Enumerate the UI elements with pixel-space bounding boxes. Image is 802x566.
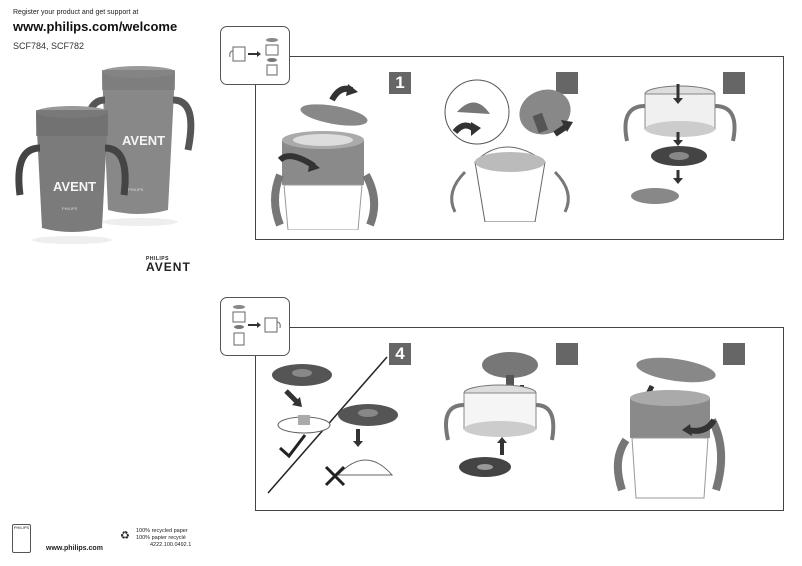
cup-to-parts-icon xyxy=(229,38,279,76)
step-1-label: 1 xyxy=(389,72,411,94)
register-text: Register your product and get support at xyxy=(13,9,139,16)
cup-sub-large: PHILIPS xyxy=(128,187,144,192)
step-6-label xyxy=(723,343,745,365)
philips-shield-text: PHILIPS xyxy=(13,525,30,530)
step-5-label xyxy=(556,343,578,365)
step-2-label xyxy=(556,72,578,94)
step-2-illustration xyxy=(444,79,573,222)
recycle-icon: ♻ xyxy=(120,530,130,542)
step-4-illustration xyxy=(267,356,398,494)
step-5-illustration xyxy=(444,352,556,477)
cup-brand-large: AVENT xyxy=(122,133,165,148)
welcome-url[interactable]: www.philips.com/welcome xyxy=(13,19,178,34)
step-6-illustration xyxy=(613,357,726,499)
recycled-fr: 100% papier recyclé xyxy=(136,535,186,541)
philips-avent-logo: PHILIPS AVENT xyxy=(146,256,191,273)
product-image: AVENT PHILIPS AVENT PHILIPS xyxy=(15,66,195,244)
assembly-icon-box xyxy=(220,297,290,356)
footer-url[interactable]: www.philips.com xyxy=(46,545,103,552)
avent-wordmark: AVENT xyxy=(146,260,191,274)
step-1-illustration xyxy=(271,84,379,230)
philips-shield-logo: PHILIPS xyxy=(12,524,31,553)
disassembly-icon-box xyxy=(220,26,290,85)
doc-number: 4222.100.0492.1 xyxy=(150,542,192,548)
step-4-label: 4 xyxy=(389,343,411,365)
philips-wordmark: PHILIPS xyxy=(146,256,169,262)
recycle-text: 100% recycled paper 100% papier recyclé … xyxy=(136,528,191,549)
model-numbers: SCF784, SCF782 xyxy=(13,41,85,51)
recycled-en: 100% recycled paper xyxy=(136,528,188,534)
step-3-illustration xyxy=(623,84,737,204)
cup-sub-small: PHILIPS xyxy=(62,206,78,211)
cup-brand-small: AVENT xyxy=(53,179,96,194)
step-3-label xyxy=(723,72,745,94)
parts-to-cup-icon xyxy=(232,305,281,346)
